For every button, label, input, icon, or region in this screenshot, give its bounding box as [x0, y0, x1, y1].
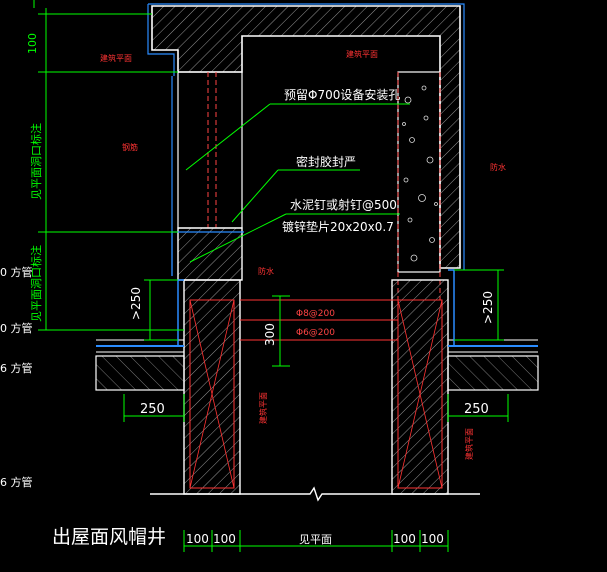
bottom-100-b: 100 [213, 532, 236, 546]
left-dimension-chain [38, 8, 184, 331]
bottom-dim-chain [183, 530, 449, 552]
red-tag-1: 建筑平面 [100, 53, 132, 63]
red-tag-2: 建筑平面 [346, 49, 378, 59]
d300-dim-lines [272, 295, 290, 367]
pipe-mark-1: 6 方管 [0, 361, 33, 375]
note-reserved-opening: 预留Φ700设备安装孔 [284, 87, 400, 102]
dim-gt250-right: >250 [481, 291, 495, 324]
red-tag-7: 建筑平面 [464, 428, 474, 460]
dim-300: 300 [263, 323, 277, 346]
floor-line [150, 486, 480, 502]
bottom-100-a: 100 [186, 532, 209, 546]
note-nail: 水泥钉或射钉@500 [290, 197, 397, 212]
square-mark-2: 0 方管 [0, 321, 33, 335]
red-tag-3: 钢筋 [122, 142, 138, 152]
gt250-dim-lines [144, 269, 504, 341]
bottom-plan: 见平面 [299, 533, 332, 546]
note-washer: 镀锌垫片20x20x0.7 [282, 219, 394, 234]
bottom-100-d: 100 [421, 532, 444, 546]
roof-slab-right [447, 269, 539, 391]
note-sealant: 密封胶封严 [296, 154, 356, 169]
bottom-vertical-label: 见平面洞口标注 [29, 245, 43, 322]
drawing-title: 出屋面风帽井 [52, 526, 167, 548]
left-lower-wall [183, 279, 241, 495]
right-wall [397, 71, 441, 300]
red-tag-5: 防水 [258, 266, 274, 276]
roof-slab-left [95, 279, 185, 391]
left-mid-block [171, 227, 244, 281]
right-lower-wall [391, 279, 449, 495]
top-vertical-label: 见平面洞口标注 [29, 123, 43, 200]
bottom-100-c: 100 [393, 532, 416, 546]
dim-100-top: 100 [26, 33, 39, 54]
red-tag-4: 防水 [490, 162, 506, 172]
note-rebar-8: Φ8@200 [296, 309, 335, 319]
d250-dim-lines [123, 394, 509, 422]
rebar-lines [240, 299, 398, 341]
note-rebar-6: Φ6@200 [296, 328, 335, 338]
dim-250-left: 250 [140, 402, 165, 417]
square-mark-1: 0 方管 [0, 265, 33, 279]
dim-250-right: 250 [464, 402, 489, 417]
pipe-mark-2: 6 方管 [0, 475, 33, 489]
red-tag-6: 建筑平面 [258, 392, 268, 424]
leader-lines [185, 103, 410, 263]
dim-gt250-left: >250 [129, 287, 143, 320]
